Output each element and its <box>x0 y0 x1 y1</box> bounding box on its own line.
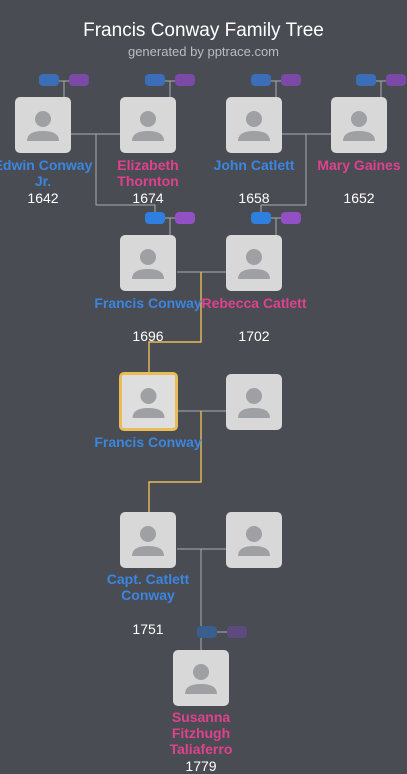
person-name-mary[interactable]: Mary Gaines <box>317 157 401 173</box>
lineage-line-gen3 <box>148 411 202 512</box>
person-card-mary[interactable] <box>331 97 387 153</box>
person-silhouette-icon <box>343 111 375 141</box>
expand-parents-blue-icon[interactable] <box>251 212 271 224</box>
person-card-rebecca[interactable] <box>226 235 282 291</box>
person-name-edwin[interactable]: Edwin Conway Jr. <box>0 157 93 189</box>
person-card-susanna[interactable] <box>173 650 229 706</box>
person-card-unknown-spouse[interactable] <box>226 374 282 430</box>
person-name-susanna[interactable]: Susanna Fitzhugh Taliaferro <box>169 709 233 757</box>
person-year-catlett: 1751 <box>132 621 164 637</box>
person-year-elizabeth: 1674 <box>132 190 164 206</box>
person-card-catlett[interactable] <box>120 512 176 568</box>
expand-parents-blue-icon[interactable] <box>251 74 271 86</box>
expand-parents-purple-icon[interactable] <box>281 74 301 86</box>
person-card-elizabeth[interactable] <box>120 97 176 153</box>
person-silhouette-icon <box>27 111 59 141</box>
person-silhouette-icon <box>185 664 217 694</box>
person-silhouette-icon <box>132 249 164 279</box>
person-name-rebecca[interactable]: Rebecca Catlett <box>201 295 307 311</box>
expand-parents-purple-icon[interactable] <box>175 74 195 86</box>
page-subtitle: generated by pptrace.com <box>127 44 280 59</box>
person-name-john[interactable]: John Catlett <box>213 157 295 173</box>
person-name-catlett[interactable]: Capt. Catlett Conway <box>106 571 190 603</box>
person-silhouette-icon <box>132 388 165 418</box>
lineage-line-gen2 <box>148 272 202 372</box>
descent-line-edwin <box>95 134 156 218</box>
person-card-john[interactable] <box>226 97 282 153</box>
person-silhouette-icon <box>238 111 270 141</box>
person-year-edwin: 1642 <box>27 190 59 206</box>
person-silhouette-icon <box>238 388 270 418</box>
person-year-mary: 1652 <box>343 190 375 206</box>
expand-children-blue-icon[interactable] <box>197 626 217 638</box>
expand-parents-purple-icon[interactable] <box>175 212 195 224</box>
person-name-elizabeth[interactable]: Elizabeth Thornton <box>117 157 179 189</box>
person-year-susanna: 1779 <box>185 758 217 774</box>
person-name-francis[interactable]: Francis Conway <box>94 434 202 450</box>
person-card-edwin[interactable] <box>15 97 71 153</box>
expand-parents-blue-icon[interactable] <box>39 74 59 86</box>
person-silhouette-icon <box>132 111 164 141</box>
person-year-john: 1658 <box>238 190 270 206</box>
person-silhouette-icon <box>238 249 270 279</box>
page-title: Francis Conway Family Tree <box>83 20 324 41</box>
person-silhouette-icon <box>132 526 164 556</box>
expand-parents-purple-icon[interactable] <box>281 212 301 224</box>
person-card-unknown-spouse-2[interactable] <box>226 512 282 568</box>
expand-parents-purple-icon[interactable] <box>69 74 89 86</box>
expand-parents-blue-icon[interactable] <box>356 74 376 86</box>
person-year-rebecca: 1702 <box>238 328 270 344</box>
expand-parents-blue-icon[interactable] <box>145 74 165 86</box>
person-card-francis-selected[interactable] <box>119 372 178 431</box>
person-silhouette-icon <box>238 526 270 556</box>
expand-parents-blue-icon[interactable] <box>145 212 165 224</box>
descent-line-john <box>260 134 307 218</box>
person-year-francis1696: 1696 <box>132 328 164 344</box>
person-card-francis1696[interactable] <box>120 235 176 291</box>
expand-children-purple-icon[interactable] <box>227 626 247 638</box>
expand-parents-purple-icon[interactable] <box>386 74 406 86</box>
person-name-francis1696[interactable]: Francis Conway <box>94 295 202 311</box>
